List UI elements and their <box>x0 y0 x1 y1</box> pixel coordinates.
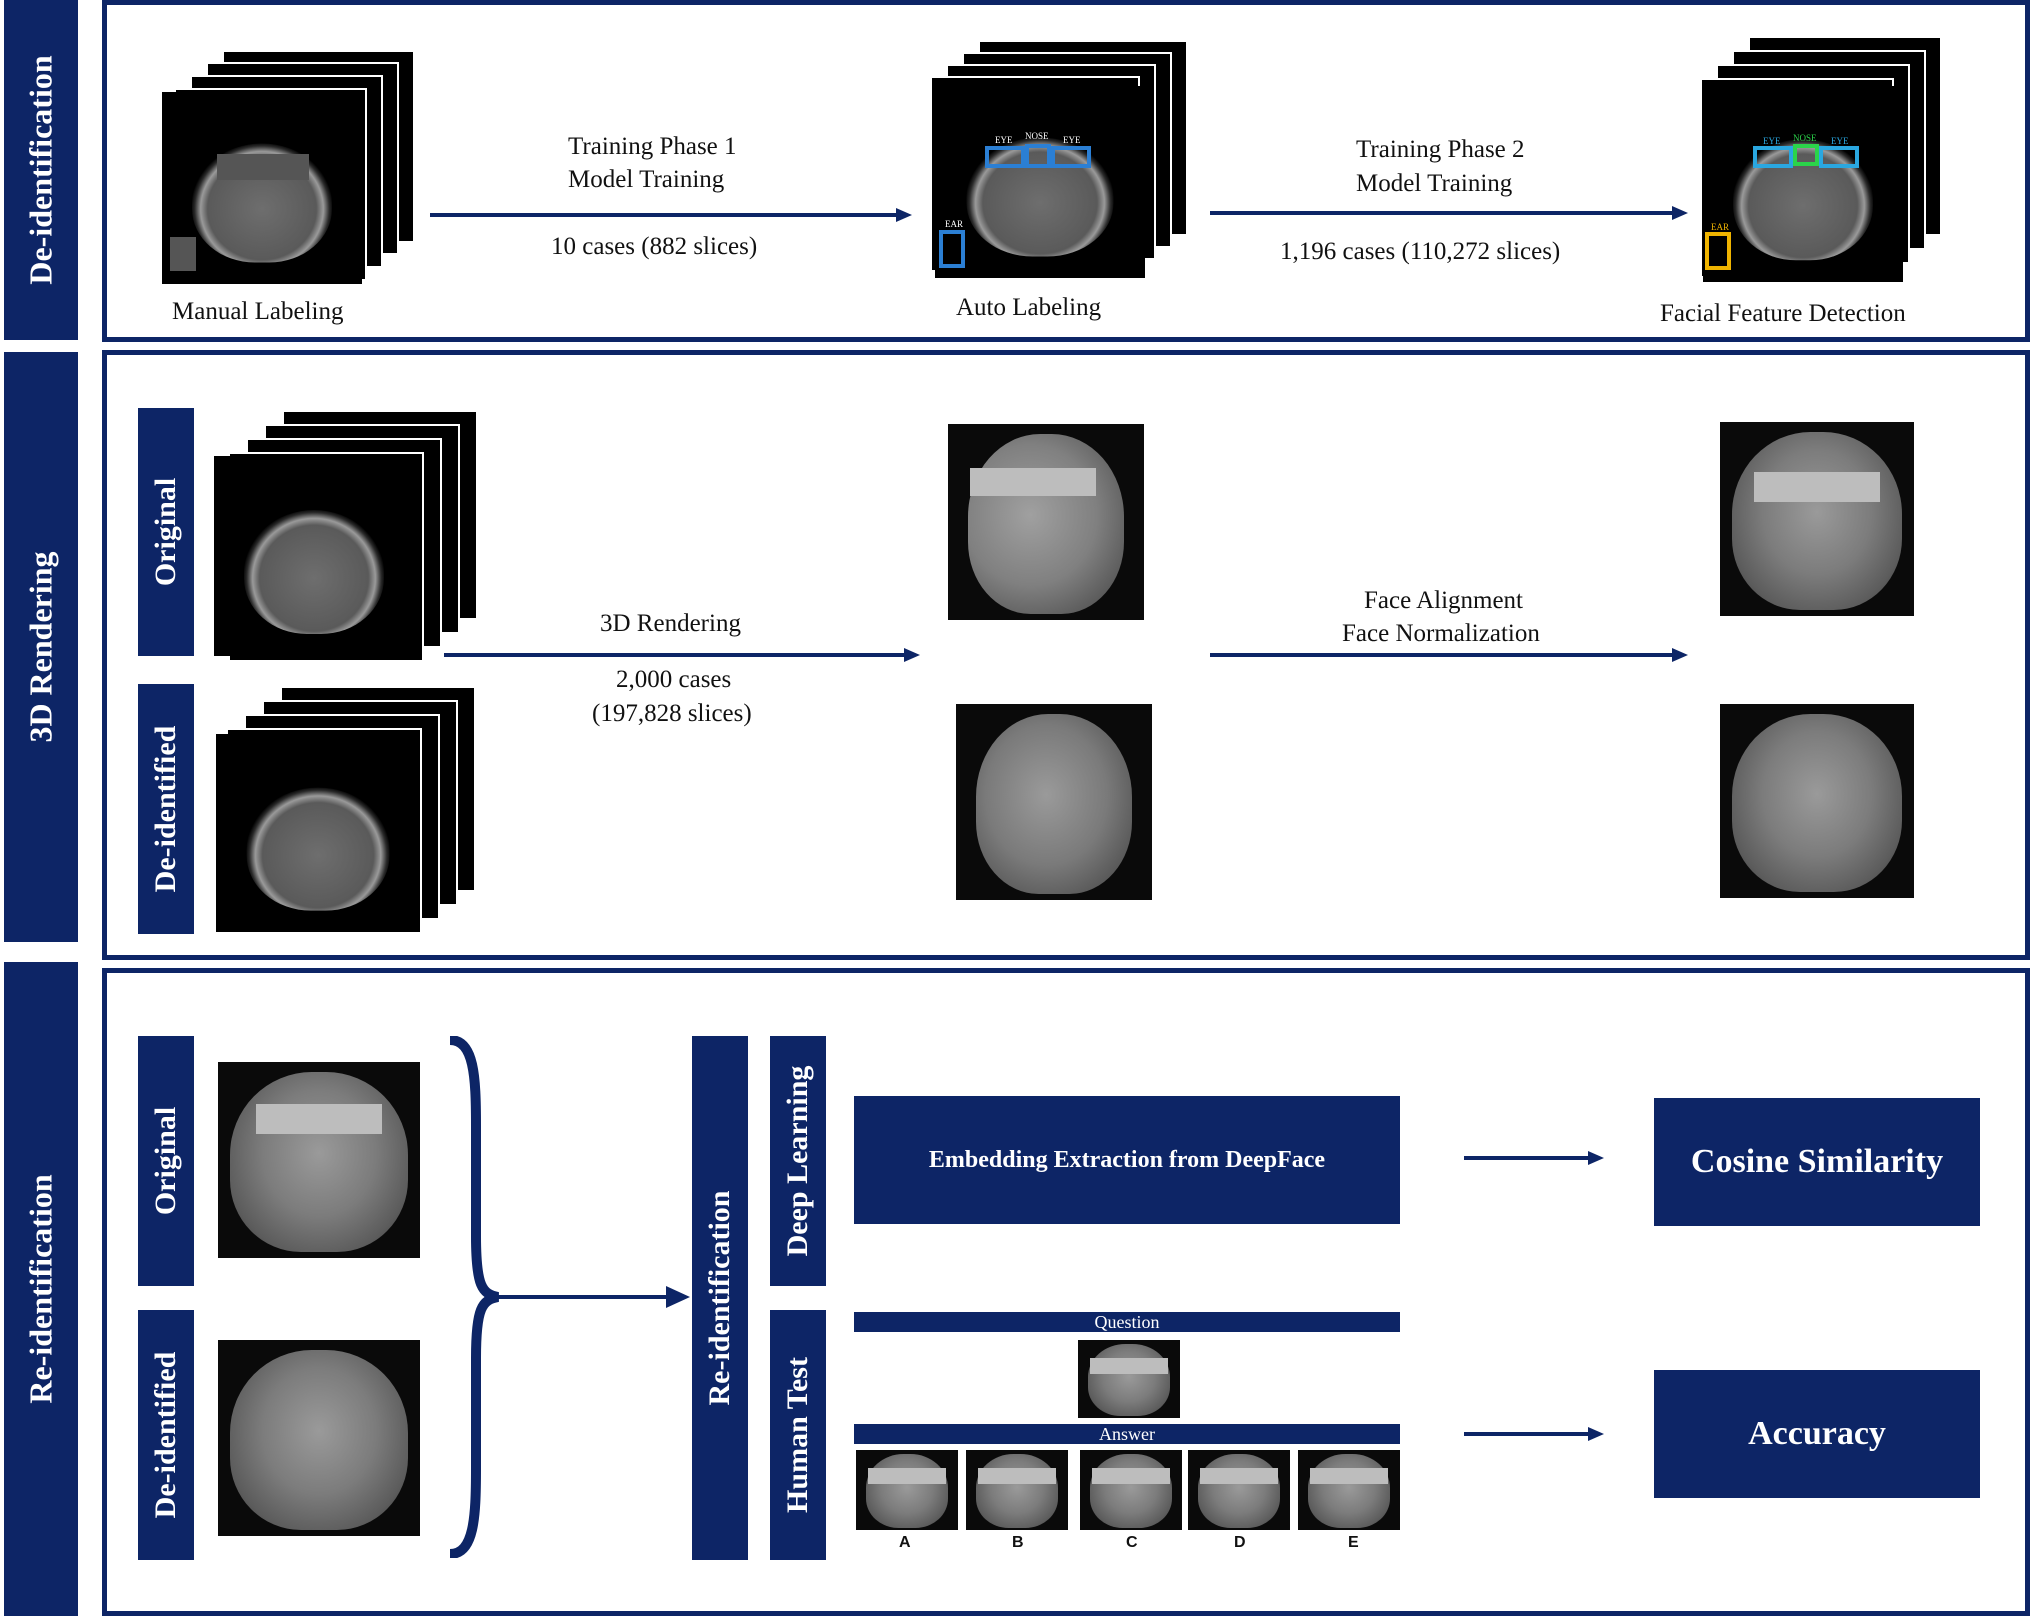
sidebar-reidentification: Re-identification <box>4 962 78 1616</box>
detected-eye-box-right <box>1819 146 1859 168</box>
tag-deidentified-rendering: De-identified <box>138 684 194 934</box>
phase2-cases: 1,196 cases (110,272 slices) <box>1280 238 1561 265</box>
section-label-deidentification: De-identification <box>22 55 59 285</box>
auto-nose-label: NOSE <box>1025 131 1049 141</box>
answer-face-c <box>1080 1450 1182 1530</box>
accuracy-label: Accuracy <box>1748 1415 1886 1452</box>
choice-label-a: A <box>899 1534 911 1551</box>
answer-face-b <box>966 1450 1068 1530</box>
tag-deidentified-reid: De-identified <box>138 1310 194 1560</box>
phase1-subtitle: Model Training <box>568 166 725 193</box>
phase1-cases: 10 cases (882 slices) <box>551 233 758 260</box>
arrow-to-cosine <box>1464 1151 1604 1165</box>
auto-eye-box-right <box>1051 146 1091 168</box>
manual-labeling-ct-slice <box>162 92 362 284</box>
choice-label-c: C <box>1126 1534 1138 1551</box>
auto-ear-box <box>939 230 965 268</box>
detected-eye-label-right: EYE <box>1831 136 1849 146</box>
answer-face-a <box>856 1450 958 1530</box>
manual-labeling-caption: Manual Labeling <box>172 298 344 325</box>
auto-labeling-ct-slice: EYE NOSE EYE EAR <box>935 86 1145 278</box>
cosine-similarity-label: Cosine Similarity <box>1690 1143 1944 1180</box>
detected-nose-box <box>1793 144 1819 166</box>
arrow-3d-rendering <box>444 648 920 662</box>
embedding-extraction-label: Embedding Extraction from DeepFace <box>928 1146 1326 1173</box>
tag-human-test: Human Test <box>770 1310 826 1560</box>
sidebar-3d-rendering: 3D Rendering <box>4 352 78 942</box>
rendered-face-original <box>948 424 1144 620</box>
section-label-3d-rendering: 3D Rendering <box>22 551 59 743</box>
rendering-slices: (197,828 slices) <box>592 700 752 727</box>
choice-label-b: B <box>1012 1534 1024 1551</box>
auto-nose-box <box>1025 144 1051 168</box>
question-bar: Question <box>854 1312 1400 1332</box>
phase2-title: Training Phase 2 <box>1356 136 1525 163</box>
detected-ear-box <box>1705 232 1731 270</box>
answer-face-d <box>1188 1450 1290 1530</box>
arrow-phase1 <box>430 208 912 222</box>
rendering-label: 3D Rendering <box>600 610 741 637</box>
facial-feature-ct-slice: EYE NOSE EYE EAR <box>1703 86 1903 282</box>
normalization-label: Face Normalization <box>1342 620 1540 647</box>
detected-eye-label-left: EYE <box>1763 136 1781 146</box>
answer-label: Answer <box>1099 1423 1155 1444</box>
auto-labeling-caption: Auto Labeling <box>956 294 1102 321</box>
auto-eye-label-left: EYE <box>995 135 1013 145</box>
detected-ear-label: EAR <box>1711 222 1729 232</box>
question-label: Question <box>1094 1311 1160 1332</box>
merge-brace-arrow <box>449 1036 690 1558</box>
choice-label-d: D <box>1234 1534 1246 1551</box>
alignment-label: Face Alignment <box>1364 587 1523 614</box>
rendered-face-deidentified <box>956 704 1152 900</box>
facial-feature-detection-caption: Facial Feature Detection <box>1660 300 1906 327</box>
section-label-reidentification: Re-identification <box>22 1174 59 1404</box>
answer-face-e <box>1298 1450 1400 1530</box>
tag-reidentification: Re-identification <box>692 1036 748 1560</box>
auto-eye-label-right: EYE <box>1063 135 1081 145</box>
cosine-similarity-box: Cosine Similarity <box>1654 1098 1980 1226</box>
phase2-subtitle: Model Training <box>1356 170 1513 197</box>
normalized-face-original <box>1720 422 1914 616</box>
arrow-face-alignment <box>1210 648 1688 662</box>
answer-bar: Answer <box>854 1424 1400 1444</box>
tag-original-reid: Original <box>138 1036 194 1286</box>
rendering-cases: 2,000 cases <box>616 666 732 693</box>
auto-ear-label: EAR <box>945 219 963 229</box>
tag-original-rendering: Original <box>138 408 194 656</box>
tag-deep-learning: Deep Learning <box>770 1036 826 1286</box>
question-face <box>1078 1340 1180 1418</box>
original-ct-slice <box>214 456 414 656</box>
phase1-title: Training Phase 1 <box>568 133 737 160</box>
deidentified-ct-slice <box>216 734 420 932</box>
choice-label-e: E <box>1348 1534 1359 1551</box>
accuracy-box: Accuracy <box>1654 1370 1980 1498</box>
auto-eye-box-left <box>985 146 1025 168</box>
detected-eye-box-left <box>1753 146 1793 168</box>
detected-nose-label: NOSE <box>1793 133 1817 143</box>
arrow-phase2 <box>1210 206 1688 220</box>
normalized-face-deidentified <box>1720 704 1914 898</box>
arrow-to-accuracy <box>1464 1427 1604 1441</box>
embedding-extraction-box: Embedding Extraction from DeepFace <box>854 1096 1400 1224</box>
reid-face-original <box>218 1062 420 1258</box>
reid-face-deidentified <box>218 1340 420 1536</box>
sidebar-deidentification: De-identification <box>4 0 78 340</box>
